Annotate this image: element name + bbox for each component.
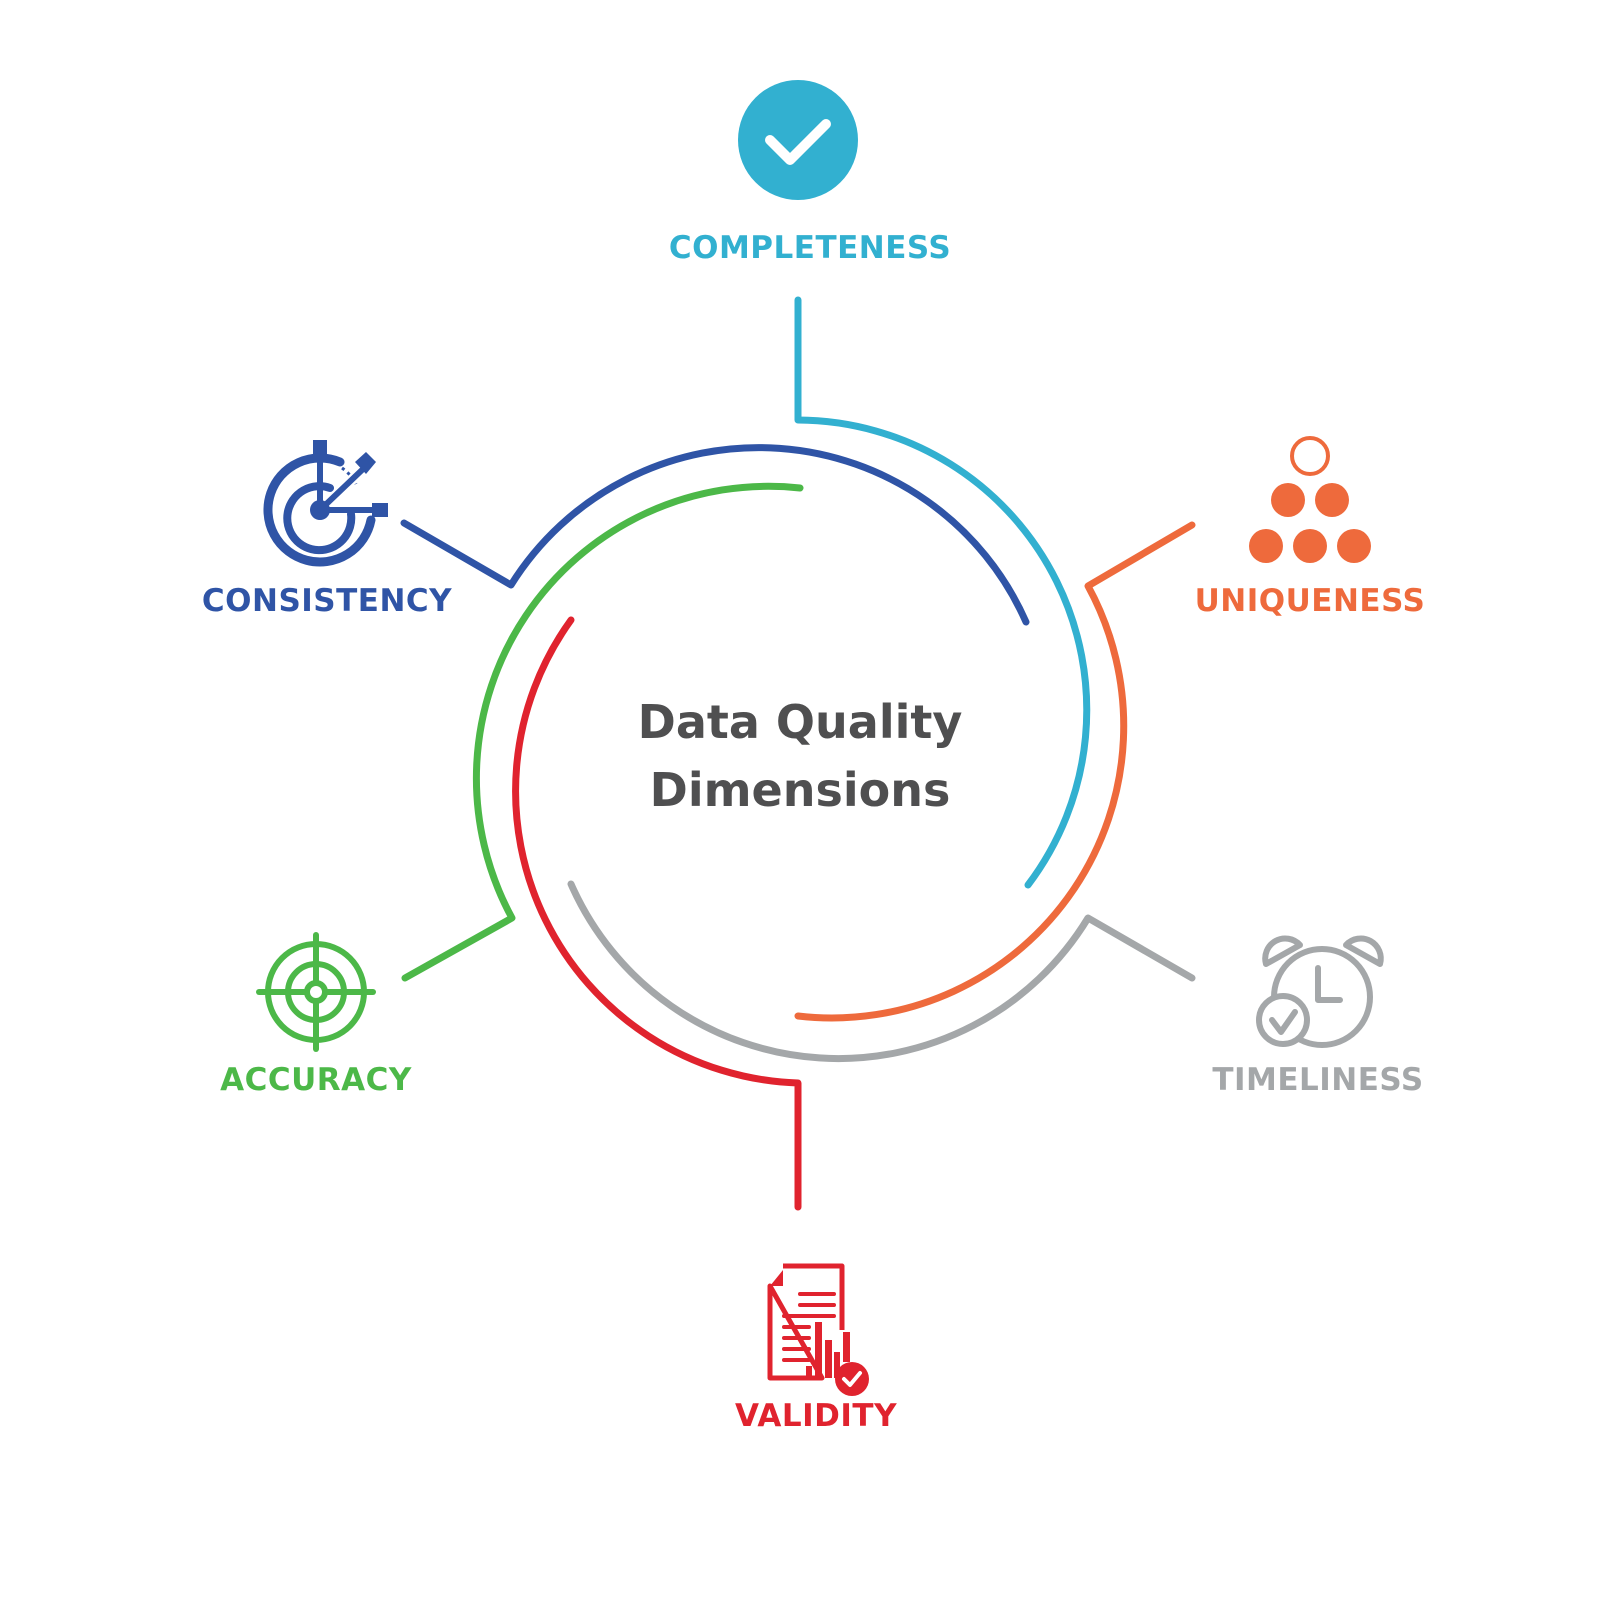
label-consistency: CONSISTENCY	[201, 583, 453, 619]
dots-pyramid-icon	[1249, 436, 1371, 563]
consistency-connector	[400, 444, 1030, 626]
diagram-title: Data Quality Dimensions	[638, 688, 963, 824]
target-arrows-icon	[263, 440, 388, 567]
timeliness-connector	[567, 880, 1196, 1063]
completeness-connector	[794, 296, 1091, 889]
crosshair-target-icon	[256, 932, 376, 1052]
document-chart-check-icon	[767, 1263, 869, 1396]
label-completeness: COMPLETENESS	[668, 230, 952, 266]
validity-connector	[512, 616, 802, 1211]
title-line-1: Data Quality	[637, 695, 963, 749]
accuracy-connector	[401, 482, 804, 982]
alarm-clock-check-icon	[1256, 935, 1384, 1048]
label-uniqueness: UNIQUENESS	[1194, 583, 1426, 619]
label-timeliness: TIMELINESS	[1212, 1062, 1424, 1098]
label-accuracy: ACCURACY	[220, 1062, 412, 1098]
title-line-2: Dimensions	[649, 763, 951, 817]
uniqueness-connector	[794, 521, 1196, 1022]
check-circle-icon	[738, 80, 858, 200]
label-validity: VALIDITY	[734, 1398, 898, 1434]
